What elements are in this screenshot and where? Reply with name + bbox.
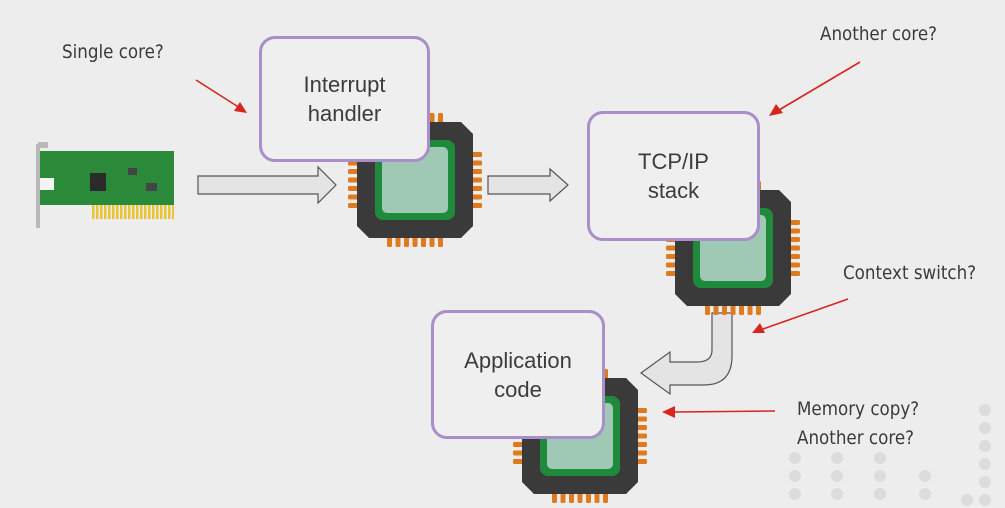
flow-arrow-1 [197,165,337,205]
application-code-line1: Application [464,347,572,373]
arrow-context-switch [752,298,849,333]
tcpip-stack-box: TCP/IP stack [587,111,760,241]
interrupt-handler-line1: Interrupt [303,72,386,97]
arrow-single-core [195,79,247,113]
annotation-context-switch: Context switch? [843,262,977,284]
flow-arrow-2 [487,167,569,203]
annotation-arrows [195,61,861,418]
application-code-line2: code [494,376,542,402]
tcpip-stack-line2: stack [647,178,700,203]
interrupt-handler-box: Interrupt handler [259,36,430,162]
arrow-another-core [769,61,861,116]
application-code-box: Application code [431,310,605,439]
flow-arrow-3 [639,312,733,396]
tcpip-stack-line1: TCP/IP [638,149,709,174]
network-card-icon [36,142,174,228]
decorative-dots [789,404,991,506]
annotation-single-core: Single core? [62,41,164,63]
annotation-memory-copy: Memory copy? [797,398,920,420]
annotation-another-core: Another core? [820,23,937,45]
annotation-another-core-2: Another core? [797,427,914,449]
arrow-memory-copy [662,406,776,418]
interrupt-handler-line2: handler [307,101,382,126]
